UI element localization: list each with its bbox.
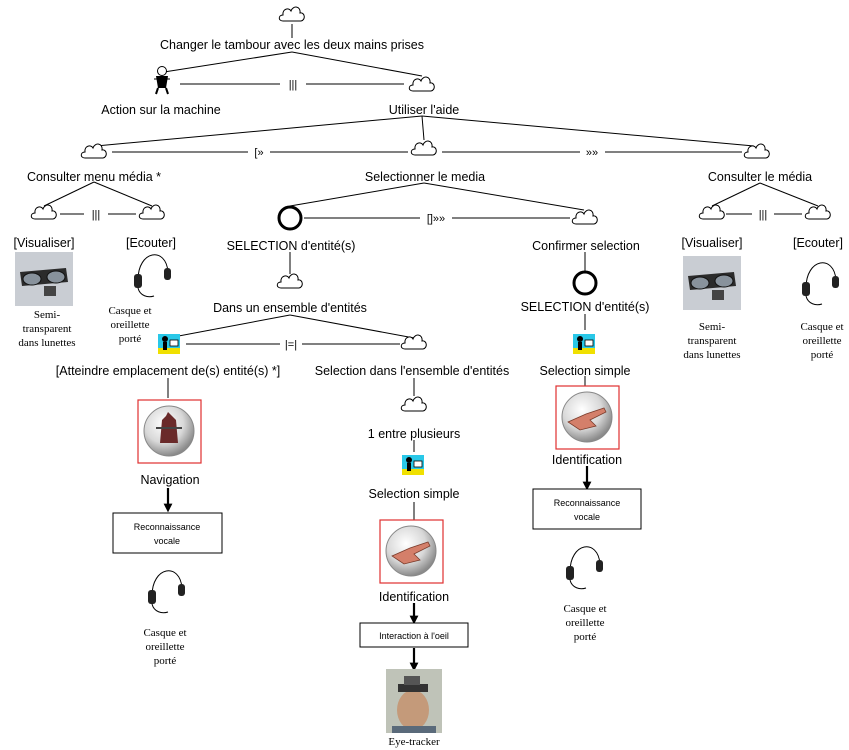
cloud-icon	[276, 273, 303, 289]
label-selection-entites-right: SELECTION d'entité(s)	[521, 300, 650, 314]
cloud-icon	[80, 143, 107, 159]
identification-technique-image-mid	[379, 519, 444, 584]
operator-aide-right: »»	[586, 147, 598, 159]
svg-text:vocale: vocale	[574, 512, 600, 522]
label-action-machine: Action sur la machine	[101, 103, 221, 117]
operator-consulter-menu: |||	[92, 209, 101, 221]
reco-vocale-box-right: Reconnaissance vocale	[532, 488, 642, 530]
user-interaction-icon	[573, 334, 595, 354]
cloud-icon	[698, 204, 725, 220]
cloud-icon	[138, 204, 165, 220]
label-navigation: Navigation	[140, 473, 199, 487]
caption-headset-right-2: oreillette	[802, 335, 841, 347]
cloud-icon	[30, 204, 57, 220]
navigation-technique-image	[137, 399, 202, 464]
cloud-icon	[410, 140, 437, 156]
headset-device-image-nav	[148, 570, 185, 614]
user-interaction-icon	[402, 455, 424, 475]
caption-glasses-right-3: dans lunettes	[683, 349, 740, 361]
label-consulter-media: Consulter le média	[708, 170, 812, 184]
label-selection-simple-right: Selection simple	[539, 364, 630, 378]
svg-text:Interaction à l'oeil: Interaction à l'oeil	[379, 631, 449, 641]
cloud-icon	[278, 6, 305, 22]
label-visualiser-left: [Visualiser]	[14, 236, 75, 250]
label-confirmer-selection: Confirmer selection	[532, 239, 640, 253]
operator-aide-left: [»	[254, 147, 263, 159]
label-selectionner-media: Selectionner le media	[365, 170, 485, 184]
device-captions: Semi- transparent dans lunettes Casque e…	[18, 305, 843, 748]
caption-glasses-left-2: transparent	[23, 323, 72, 335]
reco-vocale-box-left: Reconnaissance vocale	[112, 512, 223, 554]
user-action-icon	[154, 66, 170, 95]
abstract-node-icon	[572, 270, 598, 296]
caption-headset-ident-2: oreillette	[565, 617, 604, 629]
label-ecouter-left: [Ecouter]	[126, 236, 176, 250]
node-labels: Changer le tambour avec les deux mains p…	[14, 38, 843, 604]
label-dans-ensemble: Dans un ensemble d'entités	[213, 301, 367, 315]
cloud-icon	[571, 209, 598, 225]
label-selection-simple-mid: Selection simple	[368, 487, 459, 501]
caption-glasses-right-1: Semi-	[699, 321, 726, 333]
caption-headset-left-2: oreillette	[110, 319, 149, 331]
label-identification-right: Identification	[552, 453, 622, 467]
user-interaction-icon	[158, 334, 180, 354]
headset-device-image-right	[802, 262, 839, 306]
operator-links: ||| [» »» ||| []»» ||| |=|	[60, 79, 802, 351]
operator-ensemble: |=|	[285, 339, 297, 351]
svg-text:Reconnaissance: Reconnaissance	[554, 498, 621, 508]
caption-headset-nav-1: Casque et	[143, 627, 186, 639]
eye-tracker-device-image	[386, 669, 442, 733]
caption-headset-left-1: Casque et	[108, 305, 151, 317]
label-selection-entites-left: SELECTION d'entité(s)	[227, 239, 356, 253]
identification-technique-image-right	[555, 385, 620, 450]
caption-glasses-right-2: transparent	[688, 335, 737, 347]
caption-headset-nav-3: porté	[154, 655, 177, 667]
caption-glasses-left-1: Semi-	[34, 309, 61, 321]
tree-edges	[43, 24, 819, 520]
cloud-icon	[408, 76, 435, 92]
node-icons	[30, 6, 831, 475]
label-consulter-menu: Consulter menu média *	[27, 170, 161, 184]
svg-text:Reconnaissance: Reconnaissance	[134, 522, 201, 532]
caption-headset-left-3: porté	[119, 333, 142, 345]
label-un-entre-plusieurs: 1 entre plusieurs	[368, 427, 460, 441]
cloud-icon	[400, 396, 427, 412]
label-identification-mid: Identification	[379, 590, 449, 604]
operator-consulter-media: |||	[759, 209, 768, 221]
label-visualiser-right: [Visualiser]	[682, 236, 743, 250]
headset-device-image-ident	[566, 546, 603, 590]
headset-device-image-left	[134, 254, 171, 298]
operator-selection: []»»	[427, 213, 445, 225]
abstract-node-icon	[277, 205, 303, 231]
caption-headset-ident-1: Casque et	[563, 603, 606, 615]
caption-headset-ident-3: porté	[574, 631, 597, 643]
svg-text:vocale: vocale	[154, 536, 180, 546]
glasses-device-image-left	[15, 252, 73, 306]
label-root: Changer le tambour avec les deux mains p…	[160, 38, 424, 52]
caption-headset-right-3: porté	[811, 349, 834, 361]
cloud-icon	[743, 143, 770, 159]
caption-glasses-left-3: dans lunettes	[18, 337, 75, 349]
modality-links	[163, 466, 592, 672]
interaction-oeil-box: Interaction à l'oeil	[359, 622, 469, 648]
label-ecouter-right: [Ecouter]	[793, 236, 843, 250]
glasses-device-image-right	[683, 256, 741, 310]
label-utiliser-aide: Utiliser l'aide	[389, 103, 460, 117]
operator-root: |||	[289, 79, 298, 91]
caption-eye-tracker: Eye-tracker	[388, 736, 440, 748]
cloud-icon	[400, 334, 427, 350]
caption-headset-nav-2: oreillette	[145, 641, 184, 653]
caption-headset-right-1: Casque et	[800, 321, 843, 333]
label-atteindre: [Atteindre emplacement de(s) entité(s) *…	[56, 364, 280, 378]
cloud-icon	[804, 204, 831, 220]
label-selection-ensemble: Selection dans l'ensemble d'entités	[315, 364, 509, 378]
